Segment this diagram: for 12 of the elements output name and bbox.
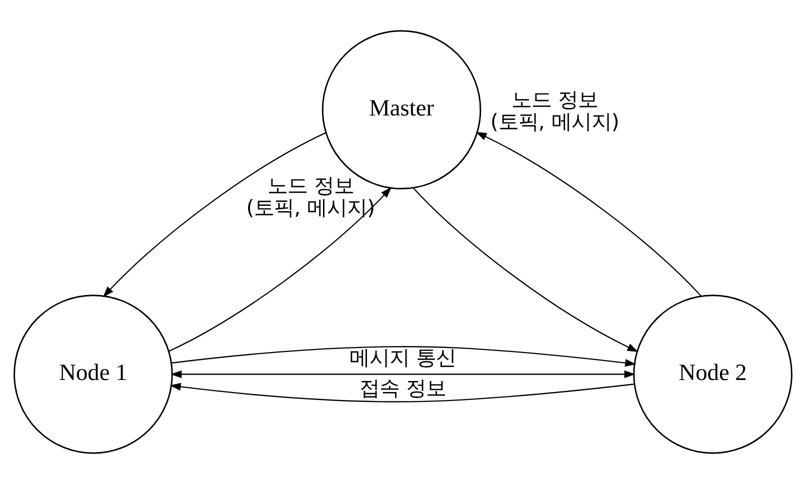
node-circle: Node 2 xyxy=(633,294,792,454)
arrow xyxy=(102,132,326,297)
arrow xyxy=(168,186,392,352)
arrow xyxy=(170,382,634,402)
arrow xyxy=(413,187,638,352)
arrow xyxy=(476,131,702,296)
arrow xyxy=(171,346,636,366)
edge-label: 메시지 통신 xyxy=(350,344,456,369)
arrow xyxy=(170,370,636,378)
edge-label: 노드 정보 (토픽, 메시지) xyxy=(490,87,620,134)
edge-label: 접속 정보 xyxy=(360,375,446,400)
node-circle: Node 1 xyxy=(14,294,173,454)
